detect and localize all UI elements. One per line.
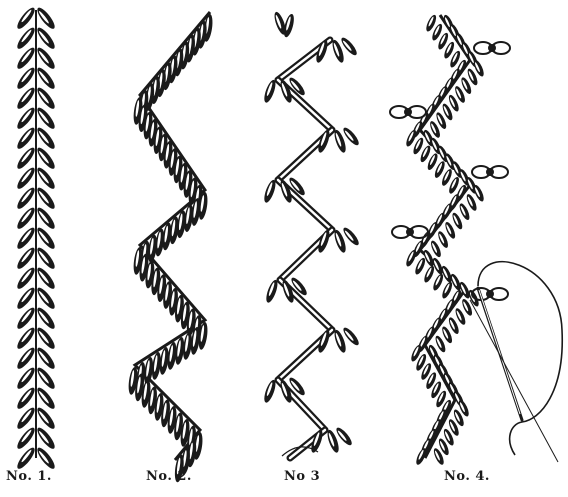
stitch-loop [15, 285, 38, 311]
stitch-loop [35, 225, 58, 251]
stitch-loop [15, 405, 38, 431]
stitch-loop [15, 5, 38, 31]
knot-flower [390, 106, 426, 118]
stitch-loop [35, 5, 58, 31]
stitch-loop [35, 165, 58, 191]
stitch-loop [35, 85, 58, 111]
stitch-loop [262, 79, 278, 104]
stitch-loop [15, 165, 38, 191]
stitch-loop [264, 279, 280, 304]
stitch-loop [35, 425, 58, 451]
stitch-loop [15, 425, 38, 451]
stitch-loop [15, 125, 38, 151]
stitch-loop [35, 25, 58, 51]
stitch-loop [15, 45, 38, 71]
stitch-loop [15, 445, 38, 471]
stitch-loop [35, 145, 58, 171]
stitch-loop [262, 379, 278, 404]
stitch-loop [431, 273, 445, 292]
stitch-loop [35, 385, 58, 411]
stitch-loop [15, 85, 38, 111]
stitch-loop [35, 205, 58, 231]
stitch-loop [15, 305, 38, 331]
stitch-figure-2 [127, 12, 214, 483]
needle-highlight [479, 290, 520, 414]
caption-figure-3: No 3 [284, 469, 320, 484]
stitch-loop [15, 225, 38, 251]
stitch-loop [35, 445, 58, 471]
stitch-loop [422, 265, 436, 284]
stitch-figure-4 [390, 14, 562, 467]
knot-flower [392, 226, 428, 238]
stitch-loop [35, 345, 58, 371]
stitch-loop [15, 385, 38, 411]
stitch-loop [15, 365, 38, 391]
stitch-loop [35, 265, 58, 291]
stitch-loop [15, 25, 38, 51]
knot-flower [474, 42, 510, 54]
caption-figure-4: No. 4. [444, 469, 490, 484]
stitch-loop [35, 65, 58, 91]
stitch-loop [35, 405, 58, 431]
stitch-loop [440, 281, 454, 300]
caption-figure-2: No. 2. [146, 469, 192, 484]
stitch-loop [35, 105, 58, 131]
stitch-loop [413, 257, 427, 276]
thread-tail [470, 300, 558, 462]
stitch-loop [15, 265, 38, 291]
stitch-loop [35, 125, 58, 151]
stitch-loop [15, 145, 38, 171]
stitch-figure-1 [15, 5, 58, 471]
stitch-loop [15, 245, 38, 271]
stitch-loop [15, 345, 38, 371]
stitch-loop [15, 65, 38, 91]
stitch-loop [15, 185, 38, 211]
knot-flower [472, 166, 508, 178]
stitch-loop [35, 185, 58, 211]
stitch-figure-3 [262, 11, 361, 458]
stitch-loop [15, 105, 38, 131]
stitch-loop [35, 245, 58, 271]
stitch-loop [15, 325, 38, 351]
stitch-loop [35, 45, 58, 71]
stitch-loop [35, 305, 58, 331]
stitch-loop [35, 325, 58, 351]
stitch-loop [262, 179, 278, 204]
stitch-loop [35, 285, 58, 311]
caption-figure-1: No. 1. [6, 469, 52, 484]
stitch-loop [35, 365, 58, 391]
stitch-loop [15, 205, 38, 231]
